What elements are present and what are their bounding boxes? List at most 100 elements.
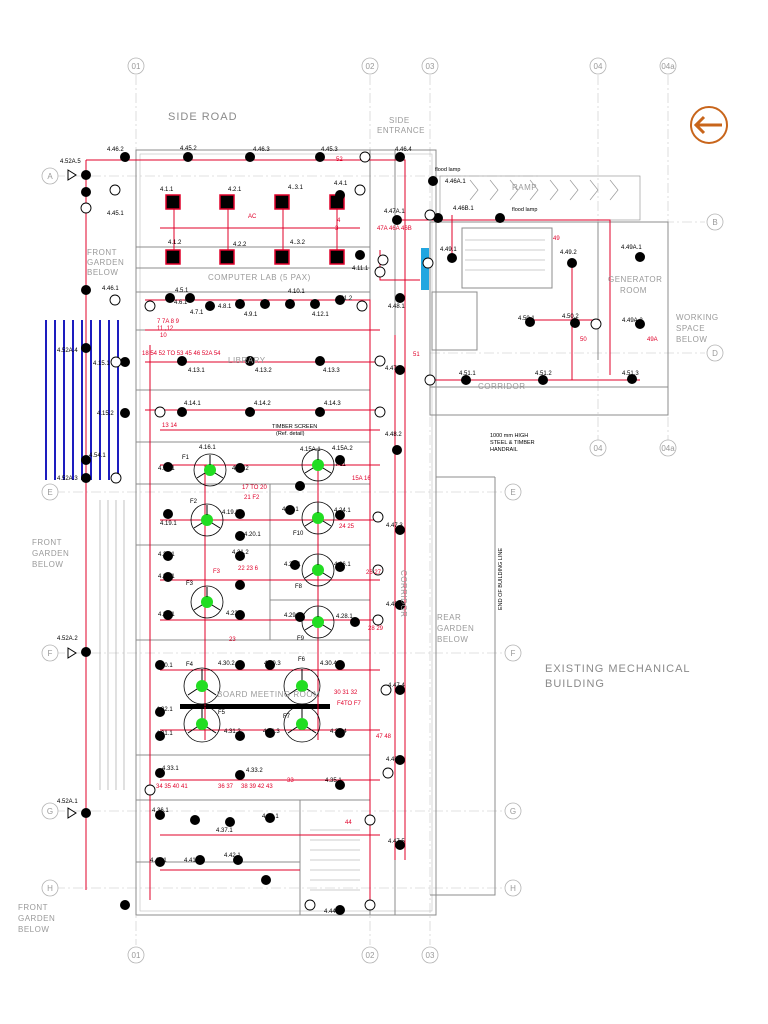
front-garden-top-1: FRONT [87,248,117,257]
front-garden-top-3: BELOW [87,268,118,277]
circuit-label: 24 25 [339,524,355,530]
ac-units [165,194,345,265]
lamp-label: 4.52A.2 [57,636,78,642]
lamp-label: 4.13.1 [188,368,205,374]
grid-row-H-left: H [47,884,53,893]
lamp-label: 4.49.1 [440,247,457,253]
lamp-label: 4.33.2 [246,768,263,774]
lamp-label: 4.19.2 [222,510,239,516]
fan-label: F6 [298,657,306,663]
circuit-label: 50 [580,337,587,343]
ramp [439,175,641,221]
north-arrow-icon [690,106,728,144]
circuit-label: F4TO F7 [337,701,362,707]
lamp-label: 4.2.2 [233,242,247,248]
grid-col-01-bottom: 01 [132,951,141,960]
lamp-label: 4.29.1 [284,613,301,619]
lamp-label: 4.49A.1 [621,245,642,251]
front-garden-bot-3: BELOW [18,925,49,934]
lamp-label: 4.36.1 [152,808,169,814]
lamp-label: 4.35.1 [325,778,342,784]
stair-left [45,320,119,480]
lamp-label: 4.46.4 [395,147,412,153]
circuit-label: AC [248,214,257,220]
side-entrance-label-1: SIDE [389,116,410,125]
circuit-label: 10 [160,333,167,339]
lamp-label: 4.30.2 [218,661,235,667]
rear-garden-2: GARDEN [437,624,474,633]
handrail-label-2: STEEL & TIMBER [490,440,535,446]
end-of-building-label: END OF BUILDING LINE [498,548,504,610]
flood-lamp-label-2: flood lamp [512,207,537,213]
fan-f1 [193,453,227,487]
lamp-label: 4.31.3 [263,729,280,735]
lamp-label: 4.48.3 [386,602,403,608]
grid-bubble-labels: 01 02 03 04 04a 01 02 03 04 04a A B D E … [47,62,718,960]
flood-lamp-label-1: flood lamp [435,167,460,173]
lamp-label: 4.50.1 [518,316,535,322]
fan-labels: F1 F2 F3 F4 F5 F6 F7 F8 F9 F10 F11 [182,455,347,720]
lamp-label: 4.17.1 [158,466,175,472]
lamp-label: 4..3.2 [290,240,306,246]
circuit-label: 44 [345,820,352,826]
existing-building-label-1: EXISTING MECHANICAL [545,663,691,675]
ceiling-fans [183,448,335,743]
lamp-label: 4.13.2 [255,368,272,374]
fan-label: F3 [186,581,194,587]
working-space-2: SPACE [676,324,705,333]
grid-row-E-right: E [510,488,515,497]
grid-col-02-top: 02 [366,62,375,71]
lamp-label: 4.27.1 [284,562,301,568]
lamp-label: 4.5.1 [175,288,189,294]
front-garden-top-2: GARDEN [87,258,124,267]
lamp-label: 4.14.1 [184,401,201,407]
lamp-label: 4.45.2 [180,146,197,152]
fan-label: F4 [186,662,194,668]
circuit-label: 51 [413,352,420,358]
lamp-label: 4.9.1 [244,312,258,318]
front-garden-bot-1: FRONT [18,903,48,912]
generator-room-2: ROOM [620,286,647,295]
circuit-label: 13 14 [162,423,178,429]
lamp-label: 4.20.1 [244,532,261,538]
grid-row-D: D [712,349,718,358]
grid-row-G-right: G [510,807,516,816]
circuit-label: 7 7A 8 9 [157,319,180,325]
board-room-label: BOARD MEETING ROOM [217,690,320,699]
lamp-label: 4.30.3 [264,661,281,667]
fan-f5 [183,705,221,743]
board-meeting-table [180,704,330,709]
rear-garden-1: REAR [437,613,461,622]
circuit-label: 30 31 32 [334,690,358,696]
fan-label: F5 [218,710,226,716]
lamp-label: 4.28.1 [336,614,353,620]
circuit-label: 49A [647,337,658,343]
fan-label: F11 [336,462,347,468]
front-garden-mid-3: BELOW [32,560,63,569]
timber-screen-1: TIMBER SCREEN [272,424,317,430]
grid-col-03-top: 03 [426,62,435,71]
lamp-label: 4.1.2 [168,240,182,246]
handrail-label-1: 1000 mm HIGH [490,433,528,439]
lamp-label: 4.41.1 [184,858,201,864]
grid-col-03-bottom: 03 [426,951,435,960]
corridor-vertical-label: CORRIDOR [399,570,408,618]
fan-label: F10 [293,531,304,537]
lamp-label: 4.15.2 [97,411,114,417]
circuit-label: 47 48 [376,734,392,740]
lamp-label: 4.2.1 [228,187,242,193]
lamp-label: 4.47.4 [388,683,405,689]
lamp-label: 4.7.1 [190,310,204,316]
lamp-label: 4.24.1 [334,508,351,514]
lamp-label: 4.47.3 [386,523,403,529]
lamp-label: 4.15A.1 [300,447,321,453]
lamp-label: 4.39.1 [262,814,279,820]
grid-col-04a-top: 04a [661,62,675,71]
circuit-label: 33 [287,778,294,784]
side-road-label: SIDE ROAD [168,111,238,123]
fan-f4 [183,667,221,705]
lamp-label: 4.51.2 [535,371,552,377]
lamp-label: 4.31.1 [156,731,173,737]
lamp-label: 4.30.1 [156,663,173,669]
